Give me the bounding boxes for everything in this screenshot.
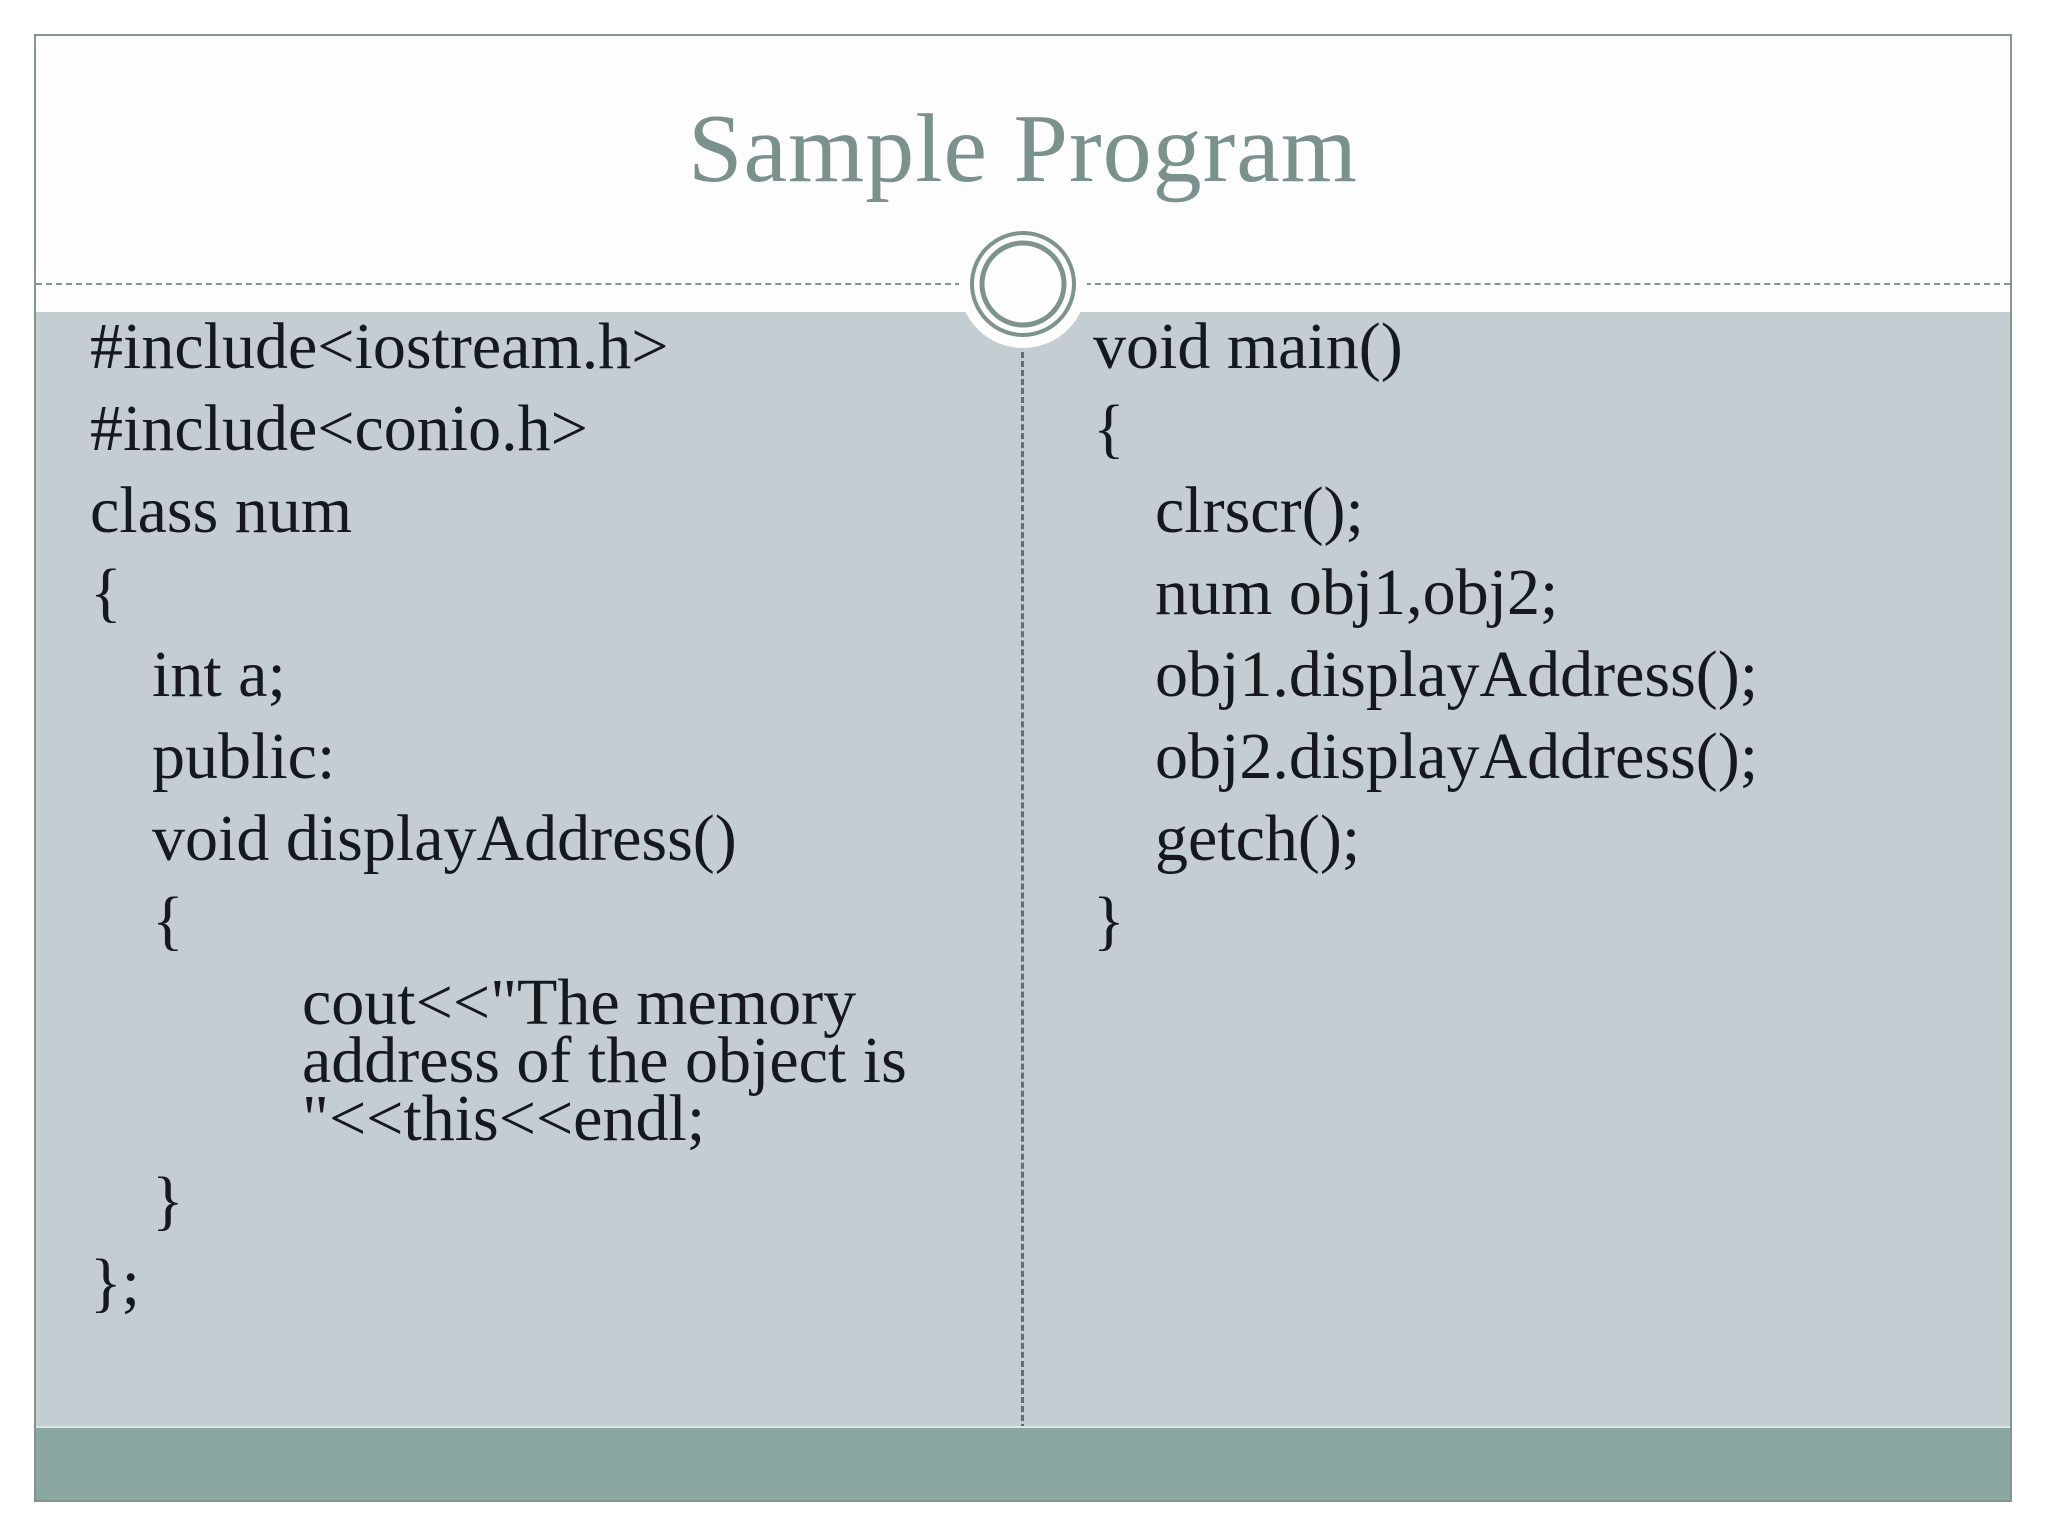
slide-title: Sample Program: [688, 95, 1358, 203]
code-line: }: [1093, 884, 1125, 957]
code-line: {: [1093, 392, 1125, 465]
code-line: public:: [152, 720, 336, 793]
code-line: void main(): [1093, 310, 1403, 383]
code-line: }: [152, 1164, 184, 1237]
code-column-right: void main() { clrscr(); num obj1,obj2; obj1.…: [1093, 310, 1973, 974]
code-line: obj2.displayAddress();: [1155, 720, 1759, 793]
slide-frame: Sample Program #include<iostream.h>#incl…: [36, 36, 2010, 1500]
slide: Sample Program #include<iostream.h>#incl…: [34, 34, 2012, 1502]
slide-body: #include<iostream.h> #include<conio.h> cla…: [36, 312, 2010, 1430]
code-line: #include<conio.h>: [90, 392, 588, 465]
code-line: #include<iostream.h>: [90, 310, 669, 383]
circle-ornament-icon: [959, 220, 1087, 348]
code-line: {: [152, 884, 184, 957]
code-line: void displayAddress(): [152, 802, 737, 875]
code-line: address of the object is: [302, 1024, 907, 1097]
footer-bar: [36, 1426, 2010, 1500]
code-line: };: [90, 1246, 141, 1319]
code-line: int a;: [152, 638, 286, 711]
code-line: {: [90, 556, 122, 629]
code-line: num obj1,obj2;: [1155, 556, 1559, 629]
code-line: class num: [90, 474, 353, 547]
code-column-left: #include<iostream.h> #include<conio.h> cla…: [90, 310, 990, 1336]
code-line: cout<<"The memory: [302, 966, 857, 1039]
code-line: obj1.displayAddress();: [1155, 638, 1759, 711]
code-line: getch();: [1155, 802, 1361, 875]
column-divider: [1021, 352, 1024, 1430]
code-line: clrscr();: [1155, 474, 1364, 547]
code-line: "<<this<<endl;: [302, 1082, 706, 1155]
